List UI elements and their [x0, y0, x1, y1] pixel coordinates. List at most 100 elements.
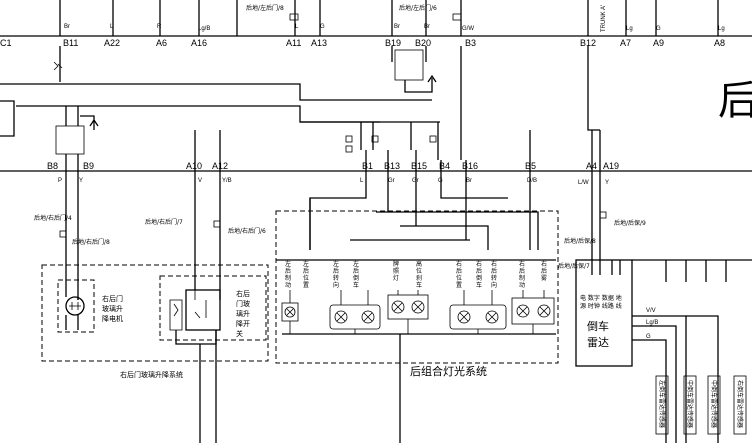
pin-label: B11	[63, 38, 78, 48]
window-system-caption: 右后门玻璃升降系统	[120, 370, 183, 379]
lamp-label-char: 后	[285, 267, 291, 275]
lamp-label-char: 后	[476, 267, 482, 275]
wire-color-label: Br	[466, 178, 472, 184]
lamp-label-char: 右	[541, 260, 547, 268]
pin-label: A6	[156, 38, 167, 48]
lamp-label-char: 左	[303, 260, 309, 268]
lamp-label-char: 动	[285, 282, 291, 289]
lamp-label-char: 后	[353, 267, 359, 275]
wire-color-label: L	[110, 24, 114, 30]
switch-contact-icon	[173, 303, 179, 317]
lamp-label-char: 后	[519, 267, 525, 275]
lamp-label-char: 牌	[393, 260, 399, 268]
wire-color-label: Br	[64, 24, 70, 30]
wire-color-label: L/W	[578, 180, 589, 186]
lamp-label-char: 制	[519, 274, 525, 282]
sensor-label: 右倒车雷达传感器	[736, 380, 744, 428]
lamp-left-turn-reverse	[329, 304, 381, 330]
pin-label: A19	[603, 161, 619, 171]
pin-label: B15	[411, 161, 427, 171]
pin-label: C1	[0, 38, 12, 48]
lamp-label-char: 位	[303, 274, 309, 282]
pin-label: B20	[415, 38, 431, 48]
splice-marker	[345, 135, 353, 143]
lamp-label-left-position: 左 后 位 置	[303, 260, 309, 289]
lamp-label-char: 车	[353, 281, 359, 289]
pin-label: A16	[191, 38, 207, 48]
lamp-system-caption: 后组合灯光系统	[410, 364, 487, 378]
wire-color-label: G	[656, 26, 661, 32]
wire-color-label: Br	[394, 24, 400, 30]
sensor-label: 左倒车雷达传感器	[658, 380, 666, 428]
wire-color-label: Y	[605, 180, 609, 186]
connector-note: 后地/右后门/8	[72, 238, 110, 246]
sensor-box	[683, 375, 697, 435]
pin-label: B3	[465, 38, 476, 48]
radar-label: 倒车	[587, 319, 609, 333]
radar-wire-label: Lg/B	[646, 320, 658, 326]
wire-color-label: G	[320, 24, 325, 30]
sensor-label: 中倒车雷达传感器	[686, 380, 694, 428]
pin-label: B16	[462, 161, 478, 171]
bulb-icon	[537, 304, 551, 318]
b19-b20-junction	[391, 46, 437, 93]
lamp-label-char: 后	[333, 267, 339, 275]
lamp-label-char: 车	[416, 281, 422, 289]
pin-label: B13	[384, 161, 400, 171]
lamp-system: 左 后 制 动 左 后 转 向 左 后 倒 车 左 后 位 置 牌 照 灯	[275, 210, 559, 443]
lamp-label-char: 位	[416, 267, 422, 275]
splice-marker	[59, 230, 67, 238]
ground-arrow-icon	[89, 118, 99, 127]
splice-marker	[371, 135, 379, 143]
b12-wire	[587, 46, 600, 131]
wire-color-label: Y	[79, 178, 83, 184]
pin-label: B9	[83, 161, 94, 171]
pin-label: B4	[439, 161, 450, 171]
connector-note: 后地/右后门/6	[228, 227, 266, 235]
bus-wire	[0, 100, 15, 137]
splice-marker	[429, 135, 437, 143]
lamp-right-turn-reverse	[449, 304, 507, 330]
pin-label: A7	[620, 38, 631, 48]
lamp-label-char: 右	[491, 260, 497, 268]
lamp-plate	[387, 294, 429, 320]
sensor-box	[707, 375, 721, 435]
connector-note: 后地/左后门/6	[399, 4, 437, 12]
bulb-icon	[284, 306, 296, 318]
bulb-icon	[361, 310, 375, 324]
wire-color-label: L	[295, 24, 299, 30]
connector-note: 后地/右后门/4	[34, 214, 72, 222]
lamp-label-char: 后	[491, 267, 497, 275]
pin-label: A13	[311, 38, 327, 48]
switch-label: 璃升	[236, 309, 250, 318]
lamp-label-right-reverse: 右 后 倒 车	[476, 260, 482, 289]
lamp-left-brake	[281, 302, 299, 322]
lamp-label-char: 置	[456, 282, 462, 289]
lamp-label-char: 动	[519, 282, 525, 289]
lamp-label-left-turn: 左 后 转 向	[333, 260, 339, 289]
wire-color-label: Gr	[388, 178, 395, 184]
lamp-label-char: 左	[353, 260, 359, 268]
connector-note: 后地/后保/8	[564, 237, 596, 245]
wire-color-label: Lg	[626, 26, 633, 32]
pin-label: B8	[47, 161, 58, 171]
lamp-system-boundary	[275, 210, 559, 364]
lamp-label-char: 灯	[393, 274, 399, 282]
lamp-label-char: 位	[456, 274, 462, 282]
reversing-radar: 电 数字 数据 地 源 时钟 线路 线 倒车 雷达 V/V Lg/B G	[575, 259, 752, 443]
pin-label: A10	[186, 161, 202, 171]
lamp-label-left-reverse: 左 后 倒 车	[353, 260, 359, 289]
trunk-note: TRUNK A'	[601, 5, 607, 32]
lamp-label-right-position: 右 后 位 置	[456, 260, 462, 289]
lamp-label-plate: 牌 照 灯	[393, 260, 399, 282]
lamp-label-high-brake: 高 位 刹 车	[416, 260, 422, 289]
wire-color-label: Y/B	[222, 178, 232, 184]
lamp-label-char: 向	[333, 281, 339, 289]
pin-label: A22	[104, 38, 120, 48]
pin-label: B19	[385, 38, 401, 48]
lamp-label-char: 雾	[541, 274, 547, 282]
bulb-icon	[485, 310, 499, 324]
wire-color-label: D/B	[527, 178, 537, 184]
top-connector-row: C1 B11 A22 A6 A16 A11 A13 B19 B20 B3 B12…	[0, 0, 752, 48]
switch-label: 右后	[236, 289, 250, 298]
